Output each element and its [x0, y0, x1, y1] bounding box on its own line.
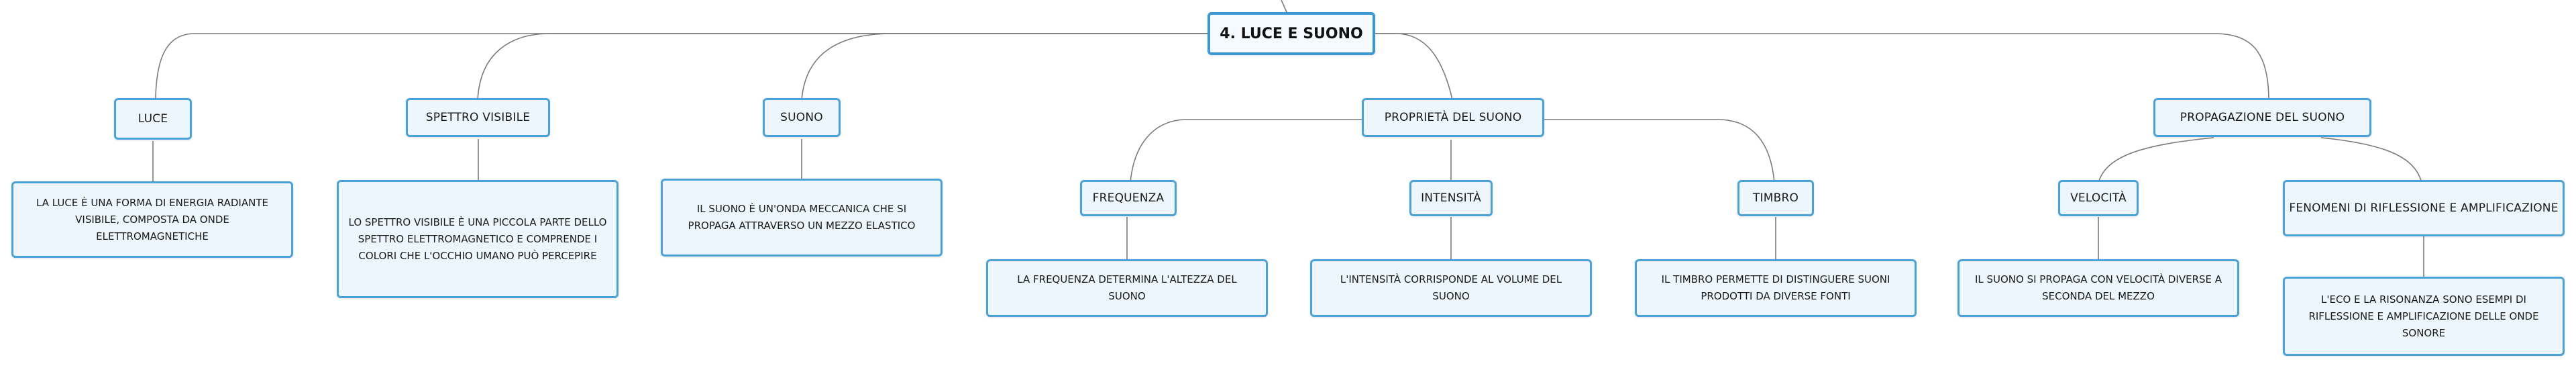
node-timbro-desc[interactable]: IL TIMBRO PERMETTE DI DISTINGUERE SUONI … [1635, 259, 1917, 317]
node-suono[interactable]: SUONO [763, 98, 841, 137]
node-fenomeni-desc-text: L'ECO E LA RISONANZA SONO ESEMPI DI RIFL… [2308, 293, 2539, 339]
node-luce-desc[interactable]: LA LUCE È UNA FORMA DI ENERGIA RADIANTE … [11, 181, 293, 258]
node-velocita-label: VELOCITÀ [2070, 191, 2127, 205]
connector-root-spine [155, 33, 1208, 103]
node-frequenza-desc-text: LA FREQUENZA DETERMINA L'ALTEZZA DEL SUO… [1017, 273, 1237, 302]
node-frequenza-desc[interactable]: LA FREQUENZA DETERMINA L'ALTEZZA DEL SUO… [986, 259, 1268, 317]
node-intensita[interactable]: INTENSITÀ [1409, 180, 1493, 216]
node-fenomeni[interactable]: FENOMENI DI RIFLESSIONE E AMPLIFICAZIONE [2283, 180, 2565, 236]
node-propagazione-del-suono[interactable]: PROPAGAZIONE DEL SUONO [2153, 98, 2371, 137]
node-velocita-desc[interactable]: IL SUONO SI PROPAGA CON VELOCITÀ DIVERSE… [1957, 259, 2239, 317]
node-suono-desc-text: IL SUONO È UN'ONDA MECCANICA CHE SI PROP… [688, 203, 916, 232]
root-node[interactable]: 4. LUCE E SUONO [1208, 12, 1375, 55]
node-suono-label: SUONO [780, 111, 823, 124]
node-luce[interactable]: LUCE [114, 98, 192, 140]
root-title: 4. LUCE E SUONO [1220, 25, 1363, 42]
node-proprieta-label: PROPRIETÀ DEL SUONO [1384, 111, 1522, 124]
node-spettro-label: SPETTRO VISIBILE [425, 111, 531, 124]
node-fenomeni-label: FENOMENI DI RIFLESSIONE E AMPLIFICAZIONE [2289, 201, 2559, 215]
connector-proprieta-frequenza [1130, 119, 1362, 183]
node-propagazione-label: PROPAGAZIONE DEL SUONO [2180, 111, 2345, 124]
node-timbro[interactable]: TIMBRO [1737, 180, 1814, 216]
node-spettro-desc-text: LO SPETTRO VISIBILE È UNA PICCOLA PARTE … [348, 216, 607, 262]
node-suono-desc[interactable]: IL SUONO È UN'ONDA MECCANICA CHE SI PROP… [661, 179, 943, 257]
node-luce-label: LUCE [138, 112, 168, 126]
node-velocita-desc-text: IL SUONO SI PROPAGA CON VELOCITÀ DIVERSE… [1974, 273, 2222, 302]
connector-propagazione-fenomeni [2320, 137, 2422, 183]
connector-root-suono [801, 33, 1208, 101]
connector-root-proprieta [1375, 33, 1453, 100]
node-spettro-desc[interactable]: LO SPETTRO VISIBILE È UNA PICCOLA PARTE … [337, 180, 619, 298]
connector-root-right [1375, 33, 2269, 101]
connector-root-top [1281, 0, 1287, 13]
connector-root-spettro [477, 33, 1208, 101]
connector-proprieta-timbro [1544, 119, 1775, 183]
node-frequenza-label: FREQUENZA [1092, 191, 1165, 205]
node-frequenza[interactable]: FREQUENZA [1080, 180, 1177, 216]
node-timbro-label: TIMBRO [1752, 191, 1799, 205]
connector-propagazione-velocita [2098, 137, 2214, 183]
node-fenomeni-desc[interactable]: L'ECO E LA RISONANZA SONO ESEMPI DI RIFL… [2283, 277, 2565, 356]
node-intensita-desc[interactable]: L'INTENSITÀ CORRISPONDE AL VOLUME DEL SU… [1310, 259, 1592, 317]
node-spettro-visibile[interactable]: SPETTRO VISIBILE [406, 98, 550, 137]
node-timbro-desc-text: IL TIMBRO PERMETTE DI DISTINGUERE SUONI … [1661, 273, 1890, 302]
node-intensita-label: INTENSITÀ [1421, 191, 1481, 205]
node-intensita-desc-text: L'INTENSITÀ CORRISPONDE AL VOLUME DEL SU… [1340, 273, 1562, 302]
node-velocita[interactable]: VELOCITÀ [2058, 180, 2139, 216]
node-proprieta-del-suono[interactable]: PROPRIETÀ DEL SUONO [1362, 98, 1544, 137]
node-luce-desc-text: LA LUCE È UNA FORMA DI ENERGIA RADIANTE … [36, 196, 268, 242]
